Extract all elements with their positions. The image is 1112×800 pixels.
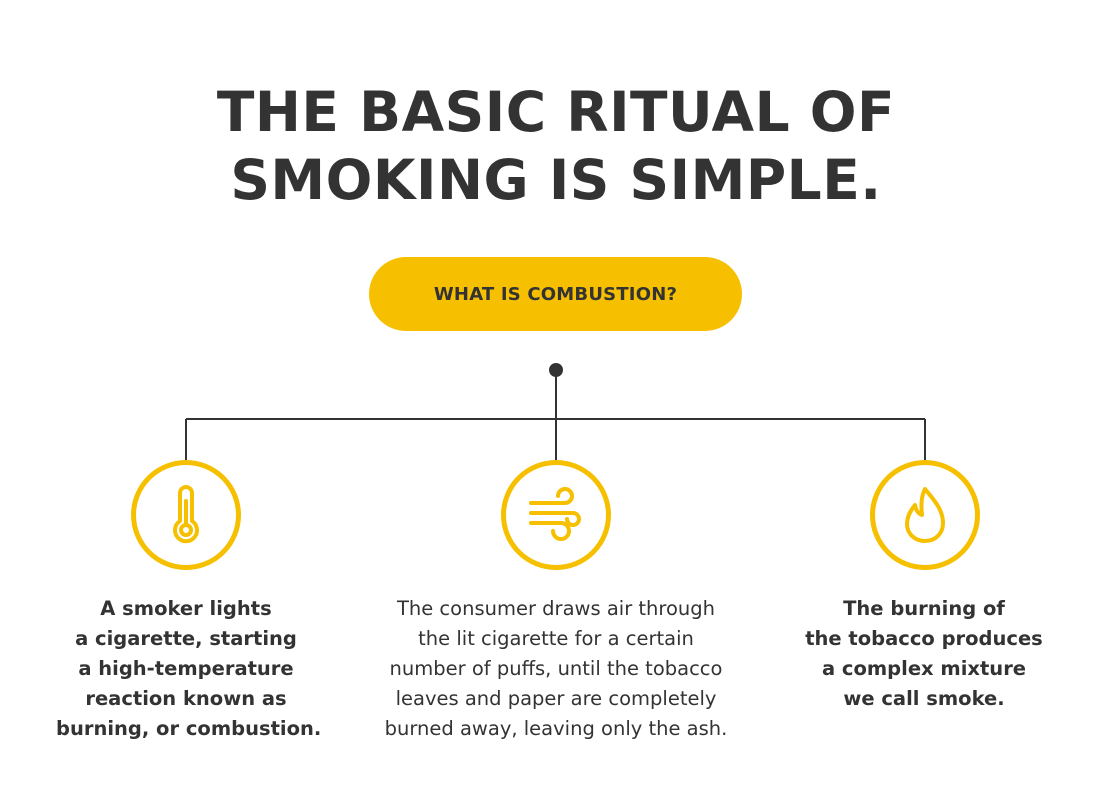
step-2-caption: The consumer draws air through the lit c… xyxy=(336,594,776,744)
what-is-combustion-button[interactable]: WHAT IS COMBUSTION? xyxy=(369,257,742,331)
step-1-caption: A smoker lights a cigarette, starting a … xyxy=(56,594,322,744)
step-3-caption: The burning of the tobacco produces a co… xyxy=(794,594,1054,714)
wind-icon-circle xyxy=(501,460,611,570)
step-2-line-5: burned away, leaving only the ash. xyxy=(384,717,728,740)
what-is-combustion-label: WHAT IS COMBUSTION? xyxy=(433,283,678,305)
step-3-line-1: The burning of xyxy=(843,597,1005,620)
title-line-2: SMOKING IS SIMPLE. xyxy=(230,148,882,212)
step-2-line-3: number of puffs, until the tobacco xyxy=(389,657,723,680)
step-2-line-4: leaves and paper are completely xyxy=(395,687,717,710)
step-1-line-2: a cigarette, starting xyxy=(75,627,297,650)
flame-icon xyxy=(905,487,945,543)
page-title: THE BASIC RITUAL OF SMOKING IS SIMPLE. xyxy=(0,78,1112,214)
step-2-line-2: the lit cigarette for a certain xyxy=(418,627,694,650)
title-line-1: THE BASIC RITUAL OF xyxy=(216,80,896,144)
thermometer-icon-circle xyxy=(131,460,241,570)
flame-icon-circle xyxy=(870,460,980,570)
wind-icon xyxy=(529,487,581,541)
step-1-line-4: reaction known as xyxy=(85,687,287,710)
step-1-line-3: a high-temperature xyxy=(78,657,294,680)
step-2-line-1: The consumer draws air through xyxy=(396,597,716,620)
step-1-line-1: A smoker lights xyxy=(100,597,272,620)
step-3-line-4: we call smoke. xyxy=(843,687,1005,710)
step-3-line-3: a complex mixture xyxy=(821,657,1027,680)
step-1-line-5: burning, or combustion. xyxy=(56,717,322,740)
step-3-line-2: the tobacco produces xyxy=(805,627,1043,650)
thermometer-icon xyxy=(173,485,199,544)
